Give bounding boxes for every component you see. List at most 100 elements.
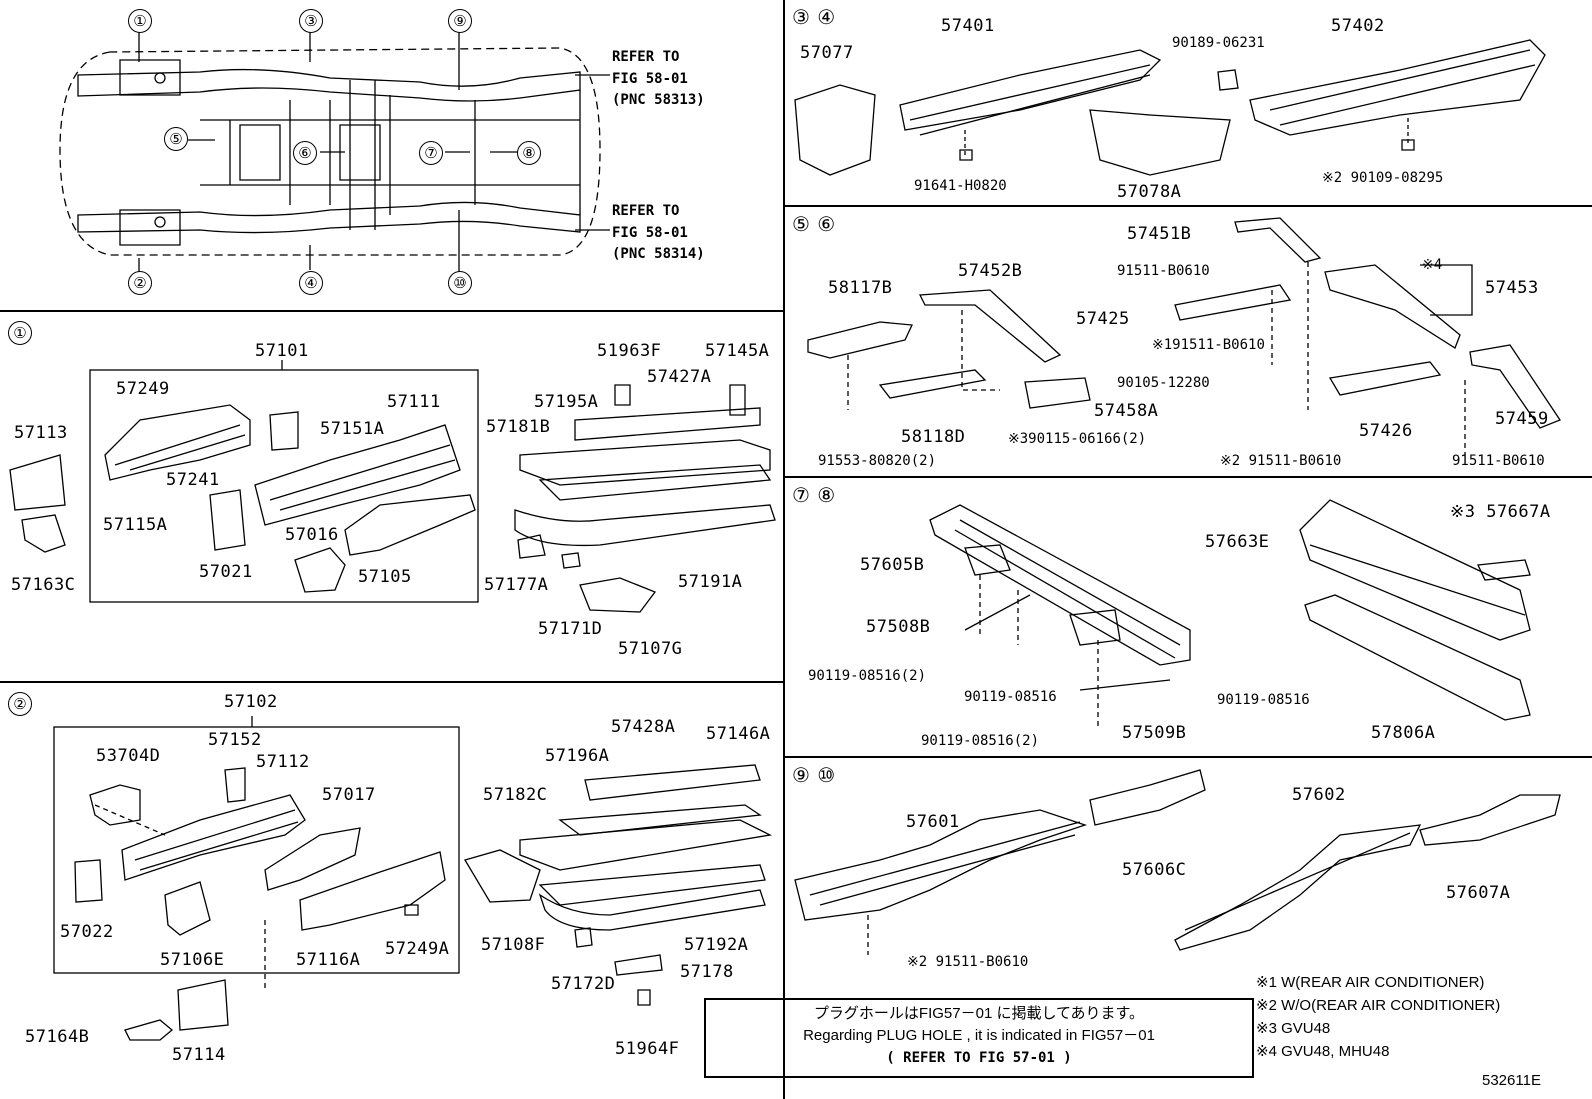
part-57402[interactable]: 57402 bbox=[1331, 16, 1385, 36]
part-57452B[interactable]: 57452B bbox=[958, 261, 1023, 281]
part-57195A[interactable]: 57195A bbox=[534, 392, 599, 412]
part-57181B[interactable]: 57181B bbox=[486, 417, 551, 437]
overview-marker-6[interactable]: ⑥ bbox=[293, 141, 317, 165]
part-57116A[interactable]: 57116A bbox=[296, 950, 361, 970]
part-57145A[interactable]: 57145A bbox=[705, 341, 770, 361]
overview-marker-4[interactable]: ④ bbox=[299, 271, 323, 295]
part-53704D[interactable]: 53704D bbox=[96, 746, 161, 766]
part-57164B[interactable]: 57164B bbox=[25, 1027, 90, 1047]
refer-top-line2[interactable]: FIG 58-01 bbox=[612, 71, 688, 87]
part-58117B[interactable]: 58117B bbox=[828, 278, 893, 298]
part-57426[interactable]: 57426 bbox=[1359, 421, 1413, 441]
part-57601[interactable]: 57601 bbox=[906, 812, 960, 832]
part-51963F[interactable]: 51963F bbox=[597, 341, 662, 361]
overview-marker-1[interactable]: ① bbox=[128, 9, 152, 33]
part-90115-06166[interactable]: ※390115-06166(2) bbox=[1008, 431, 1147, 447]
part-57451B[interactable]: 57451B bbox=[1127, 224, 1192, 244]
footnote-ref-4: ※4 bbox=[1422, 257, 1443, 273]
part-91511-B0610-a[interactable]: 91511-B0610 bbox=[1117, 263, 1210, 279]
part-90119-08516-c[interactable]: 90119-08516 bbox=[1217, 692, 1310, 708]
part-57806A[interactable]: 57806A bbox=[1371, 723, 1436, 743]
part-91511-B0610-b[interactable]: ※191511-B0610 bbox=[1152, 337, 1265, 353]
part-57177A[interactable]: 57177A bbox=[484, 575, 549, 595]
part-57152[interactable]: 57152 bbox=[208, 730, 262, 750]
part-57077[interactable]: 57077 bbox=[800, 43, 854, 63]
part-57172D[interactable]: 57172D bbox=[551, 974, 616, 994]
part-90105-12280[interactable]: 90105-12280 bbox=[1117, 375, 1210, 391]
part-57606C[interactable]: 57606C bbox=[1122, 860, 1187, 880]
part-57017[interactable]: 57017 bbox=[322, 785, 376, 805]
part-90189-06231[interactable]: 90189-06231 bbox=[1172, 35, 1265, 51]
part-57107G[interactable]: 57107G bbox=[618, 639, 683, 659]
part-57114[interactable]: 57114 bbox=[172, 1045, 226, 1065]
frame-divider-vertical bbox=[783, 0, 785, 1099]
part-90109-08295[interactable]: ※2 90109-08295 bbox=[1322, 170, 1444, 186]
part-57191A[interactable]: 57191A bbox=[678, 572, 743, 592]
part-57428A[interactable]: 57428A bbox=[611, 717, 676, 737]
part-57182C[interactable]: 57182C bbox=[483, 785, 548, 805]
part-57458A[interactable]: 57458A bbox=[1094, 401, 1159, 421]
part-57192A[interactable]: 57192A bbox=[684, 935, 749, 955]
part-57605B[interactable]: 57605B bbox=[860, 555, 925, 575]
part-57607A[interactable]: 57607A bbox=[1446, 883, 1511, 903]
part-57249[interactable]: 57249 bbox=[116, 379, 170, 399]
part-57016[interactable]: 57016 bbox=[285, 525, 339, 545]
part-57102[interactable]: 57102 bbox=[224, 692, 278, 712]
part-57115A[interactable]: 57115A bbox=[103, 515, 168, 535]
part-57163C[interactable]: 57163C bbox=[11, 575, 76, 595]
part-57146A[interactable]: 57146A bbox=[706, 724, 771, 744]
part-57178[interactable]: 57178 bbox=[680, 962, 734, 982]
part-57508B[interactable]: 57508B bbox=[866, 617, 931, 637]
overview-marker-10[interactable]: ⑩ bbox=[448, 271, 472, 295]
part-57425[interactable]: 57425 bbox=[1076, 309, 1130, 329]
part-57453[interactable]: 57453 bbox=[1485, 278, 1539, 298]
part-90119-08516-a[interactable]: 90119-08516(2) bbox=[808, 668, 927, 684]
overview-marker-3[interactable]: ③ bbox=[299, 9, 323, 33]
section910-marker: ⑨ ⑩ bbox=[792, 763, 836, 787]
overview-marker-2[interactable]: ② bbox=[128, 271, 152, 295]
part-57105[interactable]: 57105 bbox=[358, 567, 412, 587]
refer-top-line3: (PNC 58313) bbox=[612, 92, 705, 108]
part-57427A[interactable]: 57427A bbox=[647, 367, 712, 387]
refer-top-line1: REFER TO bbox=[612, 49, 680, 65]
part-90119-08516-d[interactable]: 90119-08516(2) bbox=[921, 733, 1040, 749]
part-91511-B0610-c[interactable]: ※2 91511-B0610 bbox=[1220, 453, 1342, 469]
part-57602[interactable]: 57602 bbox=[1292, 785, 1346, 805]
part-91511-B0610-e[interactable]: ※2 91511-B0610 bbox=[907, 954, 1029, 970]
part-57106E[interactable]: 57106E bbox=[160, 950, 225, 970]
refer-bottom-line1: REFER TO bbox=[612, 203, 680, 219]
part-58118D[interactable]: 58118D bbox=[901, 427, 966, 447]
overview-marker-9[interactable]: ⑨ bbox=[448, 9, 472, 33]
plug-hole-note: プラグホールはFIG57－01 に掲載してあります。 Regarding PLU… bbox=[704, 998, 1254, 1078]
section1-marker: ① bbox=[8, 321, 32, 345]
part-57401[interactable]: 57401 bbox=[941, 16, 995, 36]
part-91511-B0610-d[interactable]: 91511-B0610 bbox=[1452, 453, 1545, 469]
part-57021[interactable]: 57021 bbox=[199, 562, 253, 582]
part-57171D[interactable]: 57171D bbox=[538, 619, 603, 639]
part-57113[interactable]: 57113 bbox=[14, 423, 68, 443]
part-57663E[interactable]: 57663E bbox=[1205, 532, 1270, 552]
part-90119-08516-b[interactable]: 90119-08516 bbox=[964, 689, 1057, 705]
part-91641-H0820[interactable]: 91641-H0820 bbox=[914, 178, 1007, 194]
overview-marker-8[interactable]: ⑧ bbox=[517, 141, 541, 165]
part-51964F[interactable]: 51964F bbox=[615, 1039, 680, 1059]
part-57196A[interactable]: 57196A bbox=[545, 746, 610, 766]
part-57249A[interactable]: 57249A bbox=[385, 939, 450, 959]
part-57111[interactable]: 57111 bbox=[387, 392, 441, 412]
note-reference[interactable]: ( REFER TO FIG 57-01 ) bbox=[886, 1050, 1072, 1066]
part-57022[interactable]: 57022 bbox=[60, 922, 114, 942]
part-57667A[interactable]: ※3 57667A bbox=[1450, 502, 1551, 522]
part-57151A[interactable]: 57151A bbox=[320, 419, 385, 439]
refer-bottom-line3: (PNC 58314) bbox=[612, 246, 705, 262]
part-57241[interactable]: 57241 bbox=[166, 470, 220, 490]
part-57509B[interactable]: 57509B bbox=[1122, 723, 1187, 743]
part-57459[interactable]: 57459 bbox=[1495, 409, 1549, 429]
overview-marker-7[interactable]: ⑦ bbox=[419, 141, 443, 165]
refer-bottom-line2[interactable]: FIG 58-01 bbox=[612, 225, 688, 241]
part-57112[interactable]: 57112 bbox=[256, 752, 310, 772]
part-91553-80820[interactable]: 91553-80820(2) bbox=[818, 453, 937, 469]
part-57101[interactable]: 57101 bbox=[255, 341, 309, 361]
overview-marker-5[interactable]: ⑤ bbox=[164, 127, 188, 151]
part-57078A[interactable]: 57078A bbox=[1117, 182, 1182, 202]
part-57108F[interactable]: 57108F bbox=[481, 935, 546, 955]
